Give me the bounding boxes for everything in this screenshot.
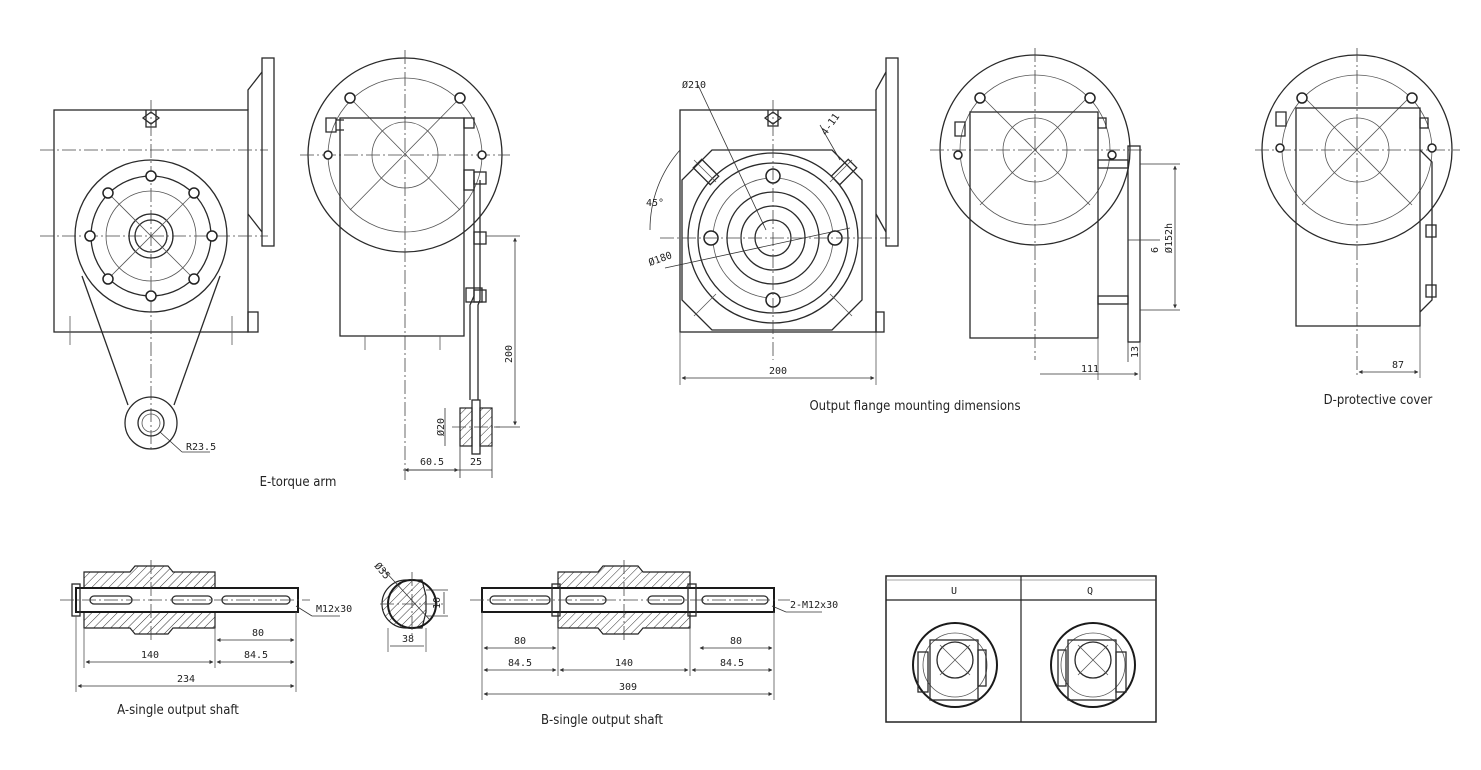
torque-arm-radius: R23.5 bbox=[186, 442, 216, 453]
table-header-u: U bbox=[951, 586, 957, 597]
shaft-b-extension-right: 84.5 bbox=[720, 658, 744, 669]
flange-holes: 4-11 bbox=[819, 112, 842, 138]
flange-width: 200 bbox=[769, 366, 787, 377]
flange-spigot: Ø180 bbox=[647, 249, 674, 269]
mount-q-icon bbox=[1050, 622, 1136, 708]
shaft-a-drawing bbox=[60, 560, 340, 692]
shaft-b-extension-left: 84.5 bbox=[508, 658, 532, 669]
mount-u-icon bbox=[912, 622, 998, 708]
shaft-a-key-length: 80 bbox=[252, 628, 264, 639]
shaft-b-total: 309 bbox=[619, 682, 637, 693]
table-header-q: Q bbox=[1087, 586, 1093, 597]
key-section-depth: 38 bbox=[402, 634, 414, 645]
torque-arm-offset: 60.5 bbox=[420, 457, 444, 468]
shaft-a-extension: 84.5 bbox=[244, 650, 268, 661]
shaft-a-hub: 140 bbox=[141, 650, 159, 661]
output-flange-front-view bbox=[649, 57, 899, 385]
flange-length: 111 bbox=[1081, 364, 1099, 375]
torque-arm-front-view bbox=[40, 57, 275, 453]
shaft-b-key-right: 80 bbox=[730, 636, 742, 647]
key-section-width: 10 bbox=[432, 597, 443, 609]
torque-arm-width: 25 bbox=[470, 457, 482, 468]
shaft-b-hub: 140 bbox=[615, 658, 633, 669]
output-flange-side-view bbox=[930, 48, 1180, 380]
caption-torque-arm: E-torque arm bbox=[260, 475, 337, 490]
key-section-drawing bbox=[380, 567, 448, 652]
shaft-a-thread: M12x30 bbox=[316, 604, 352, 615]
flange-plate-thickness: 13 bbox=[1130, 346, 1141, 358]
torque-arm-bore: Ø20 bbox=[435, 418, 447, 436]
shaft-a-total: 234 bbox=[177, 674, 195, 685]
flange-angle: 45° bbox=[646, 198, 664, 209]
caption-output-flange: Output flange mounting dimensions bbox=[809, 399, 1020, 414]
torque-arm-height: 200 bbox=[504, 345, 515, 363]
key-section-diameter: Ø35 bbox=[372, 560, 393, 582]
flange-diameter: Ø152h bbox=[1163, 223, 1175, 253]
caption-shaft-b: B-single output shaft bbox=[541, 713, 663, 728]
mounting-position-table bbox=[885, 575, 1157, 723]
flange-thickness: 6 bbox=[1150, 247, 1161, 253]
shaft-b-thread: 2-M12x30 bbox=[790, 600, 838, 611]
shaft-b-key-left: 80 bbox=[514, 636, 526, 647]
flange-pcd: Ø210 bbox=[682, 79, 706, 91]
shaft-b-drawing bbox=[470, 560, 822, 700]
caption-shaft-a: A-single output shaft bbox=[117, 703, 239, 718]
torque-arm-side-view bbox=[300, 50, 520, 480]
protective-cover-view bbox=[1255, 48, 1460, 378]
cover-offset: 87 bbox=[1392, 360, 1404, 371]
caption-protective-cover: D-protective cover bbox=[1324, 393, 1433, 408]
